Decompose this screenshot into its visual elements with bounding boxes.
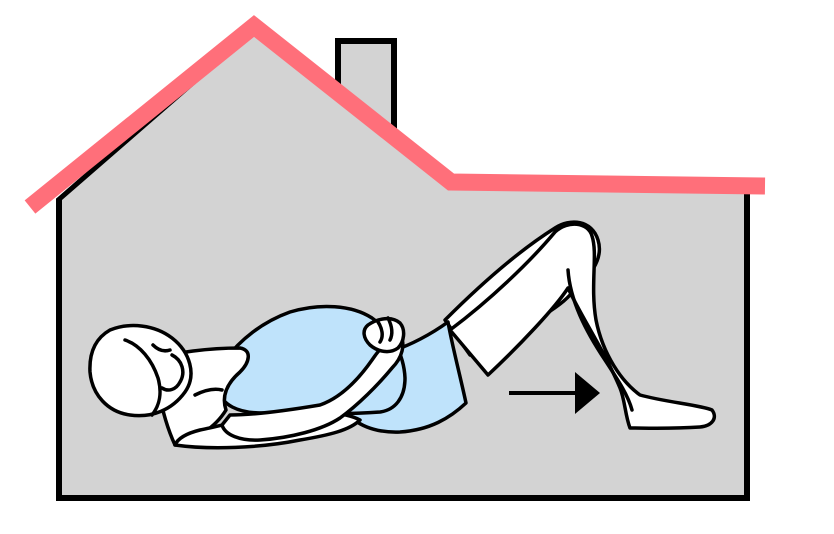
pregnant-woman-icon bbox=[88, 220, 717, 450]
arrow-right-icon bbox=[509, 372, 600, 414]
arm bbox=[220, 333, 405, 442]
roof bbox=[24, 15, 766, 214]
leg-front bbox=[448, 222, 717, 430]
head bbox=[88, 323, 193, 418]
